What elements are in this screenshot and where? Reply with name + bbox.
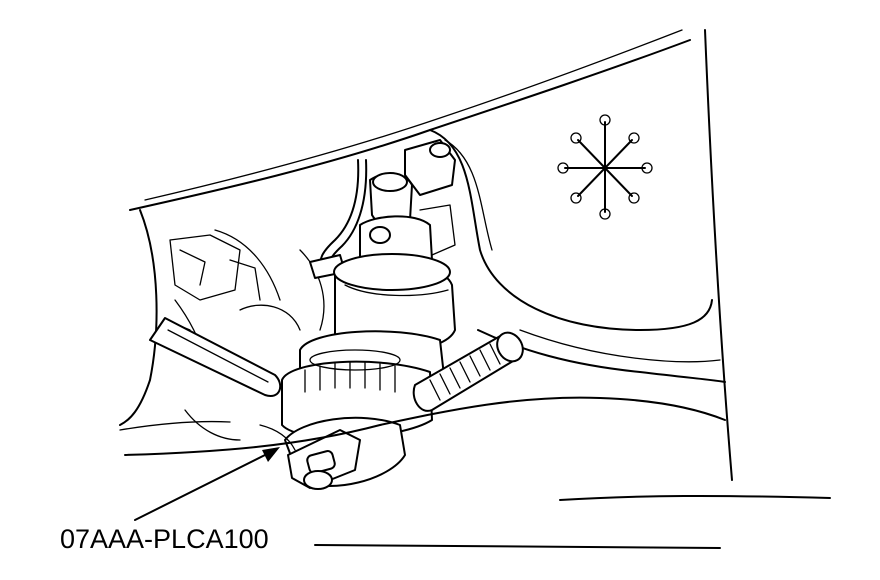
rod xyxy=(149,317,282,397)
upper-bracket xyxy=(359,139,456,271)
part-number-label: 07AAA-PLCA100 xyxy=(60,524,269,554)
callout-leader xyxy=(134,447,721,549)
fuel-filter xyxy=(281,253,456,439)
lower-body-line xyxy=(124,396,831,501)
filter-wrench xyxy=(259,416,406,490)
drain-plug-symbol xyxy=(557,114,653,220)
ratchet-extension xyxy=(412,331,524,412)
